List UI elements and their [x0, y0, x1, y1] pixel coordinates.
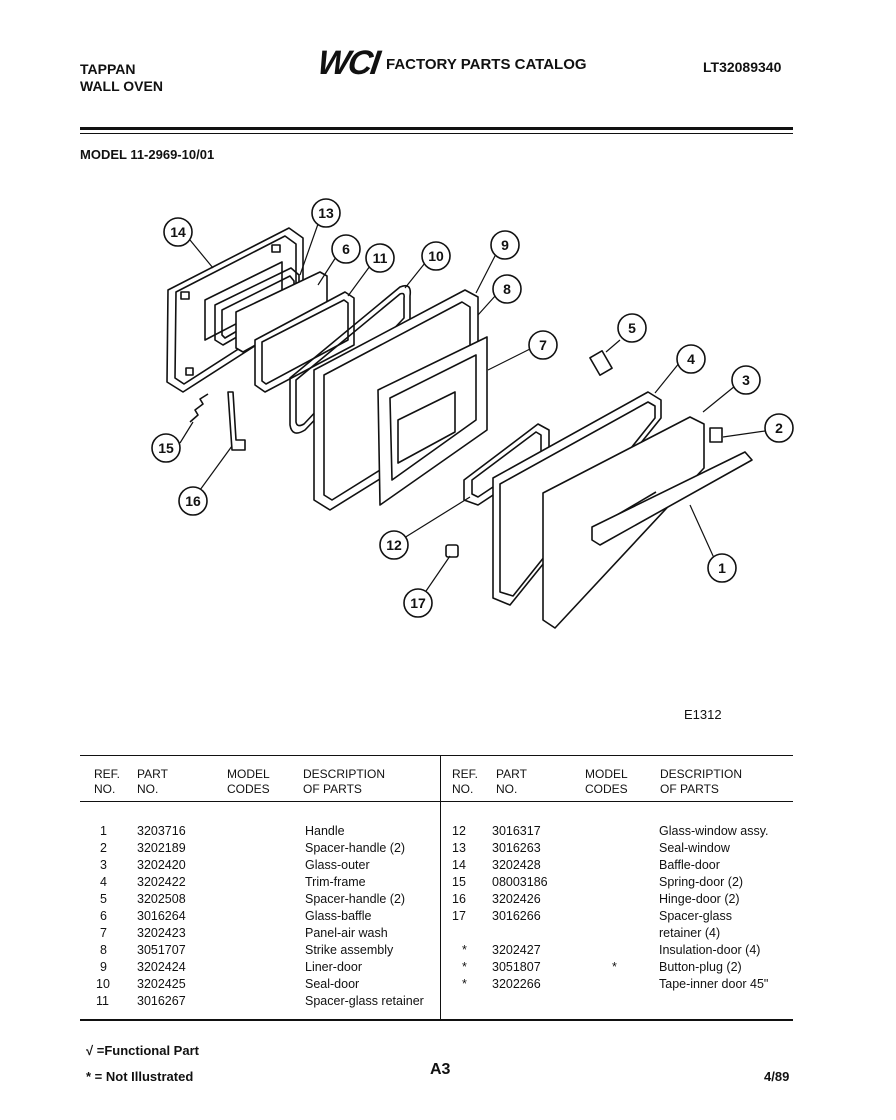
svg-text:5: 5	[628, 320, 636, 336]
svg-text:13: 13	[318, 205, 334, 221]
svg-text:15: 15	[158, 440, 174, 456]
handle-part	[591, 451, 753, 546]
page-number: A3	[430, 1061, 451, 1078]
header-rule-thick	[80, 127, 793, 130]
svg-text:3: 3	[742, 372, 750, 388]
callout-12: 12	[379, 530, 409, 560]
spring-door-part	[189, 393, 209, 423]
callout-15: 15	[151, 433, 181, 463]
callout-4: 4	[676, 344, 706, 374]
print-date: 4/89	[764, 1069, 790, 1084]
svg-text:7: 7	[539, 337, 547, 353]
doc-number: LT32089340	[703, 59, 782, 75]
table-top-rule	[80, 755, 793, 756]
spacer-handle-small-part	[709, 427, 723, 443]
header-ref-right: REF.NO.	[452, 767, 479, 796]
catalog-title: FACTORY PARTS CATALOG	[386, 56, 587, 73]
table-center-divider	[440, 756, 441, 1019]
callout-2: 2	[764, 413, 794, 443]
svg-text:8: 8	[503, 281, 511, 297]
spacer-glass-retainer-part	[254, 291, 355, 393]
product-type: WALL OVEN	[80, 78, 163, 94]
callout-6: 6	[331, 234, 361, 264]
model-label: MODEL 11-2969-10/01	[80, 147, 215, 162]
spacer-glass-part	[445, 544, 459, 558]
header-rule-thin	[80, 133, 793, 134]
table-bottom-rule	[80, 1019, 793, 1021]
svg-text:16: 16	[185, 493, 201, 509]
svg-text:17: 17	[410, 595, 426, 611]
svg-text:11: 11	[373, 250, 388, 266]
header-ref-left: REF.NO.	[94, 767, 121, 796]
table-header-rule	[80, 801, 793, 802]
callout-1: 1	[707, 553, 737, 583]
legend-functional-part: √ =Functional Part	[86, 1043, 199, 1058]
callout-16: 16	[178, 486, 208, 516]
callout-10: 10	[421, 241, 451, 271]
panel-air-wash-part	[377, 336, 488, 506]
svg-text:4: 4	[687, 351, 695, 367]
svg-text:2: 2	[775, 420, 783, 436]
svg-text:10: 10	[428, 248, 444, 264]
svg-text:14: 14	[170, 224, 186, 240]
spacer-handle-part	[589, 350, 613, 376]
brand-name: TAPPAN	[80, 61, 136, 77]
baffle-door-part	[166, 227, 304, 393]
callout-3: 3	[731, 365, 761, 395]
svg-text:9: 9	[501, 237, 509, 253]
callout-8: 8	[492, 274, 522, 304]
hinge-door-part	[227, 391, 246, 451]
callout-9: 9	[490, 230, 520, 260]
callout-5: 5	[617, 313, 647, 343]
callout-11: 11	[365, 243, 395, 273]
svg-text:1: 1	[718, 560, 726, 576]
svg-text:6: 6	[342, 241, 350, 257]
figure-code: E1312	[684, 707, 722, 722]
callout-7: 7	[528, 330, 558, 360]
legend-not-illustrated: * = Not Illustrated	[86, 1069, 194, 1084]
exploded-door-diagram: 14 13 6 11 10 9 8 7 5 4 3 2 1 12 17 15 1…	[151, 198, 794, 629]
callout-17: 17	[403, 588, 433, 618]
callout-13: 13	[311, 198, 341, 228]
callout-14: 14	[163, 217, 193, 247]
svg-text:12: 12	[386, 537, 402, 553]
